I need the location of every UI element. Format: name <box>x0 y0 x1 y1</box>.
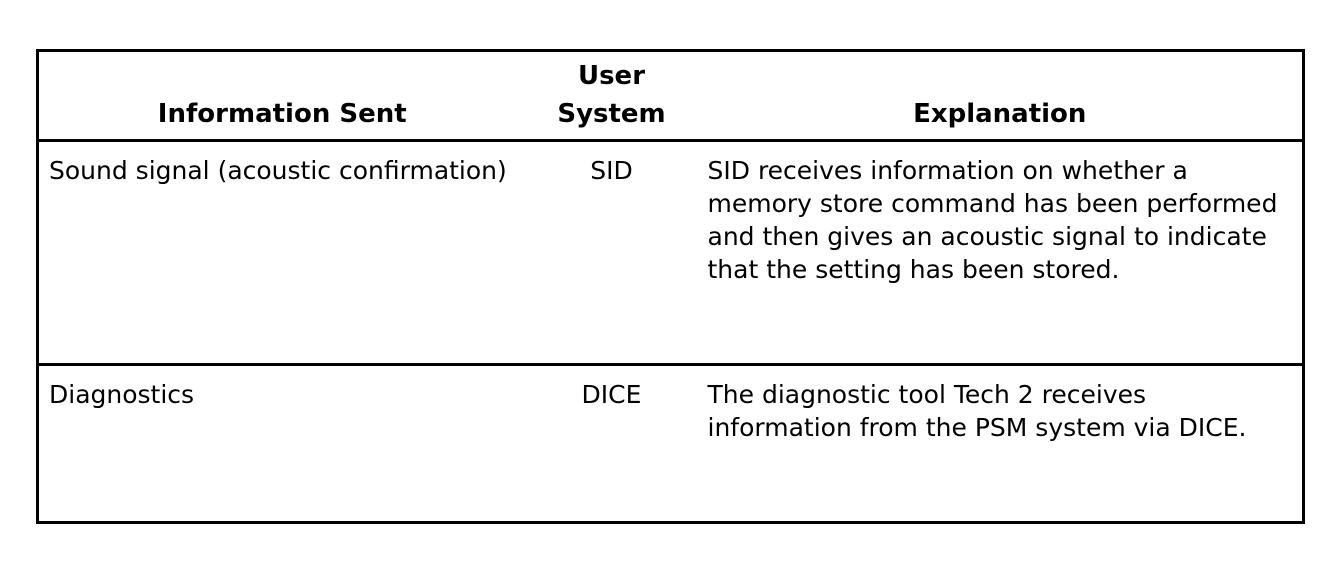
table-header-row: Information Sent User System Explanation <box>37 50 1304 142</box>
header-information-sent: Information Sent <box>37 50 526 142</box>
table-row: Diagnostics DICE The diagnostic tool Tec… <box>38 365 1304 523</box>
header-user-system: User System <box>525 50 698 142</box>
cell-explanation: The diagnostic tool Tech 2 receives info… <box>707 380 1247 442</box>
cell-information-sent: Diagnostics <box>49 380 195 409</box>
table-row: Sound signal (acoustic confirmation) SID… <box>37 140 1304 366</box>
cell-information-sent: Sound signal (acoustic confirmation) <box>37 140 526 366</box>
header-explanation: Explanation <box>697 50 1304 142</box>
cell-user-system: SID <box>525 140 698 366</box>
cell-user-system: DICE <box>581 380 642 409</box>
header-user-system-line1: User <box>577 61 646 91</box>
information-table: Information Sent User System Explanation… <box>36 49 1305 524</box>
header-user-system-line2: System <box>557 99 666 129</box>
cell-explanation: SID receives information on whether a me… <box>697 140 1304 366</box>
